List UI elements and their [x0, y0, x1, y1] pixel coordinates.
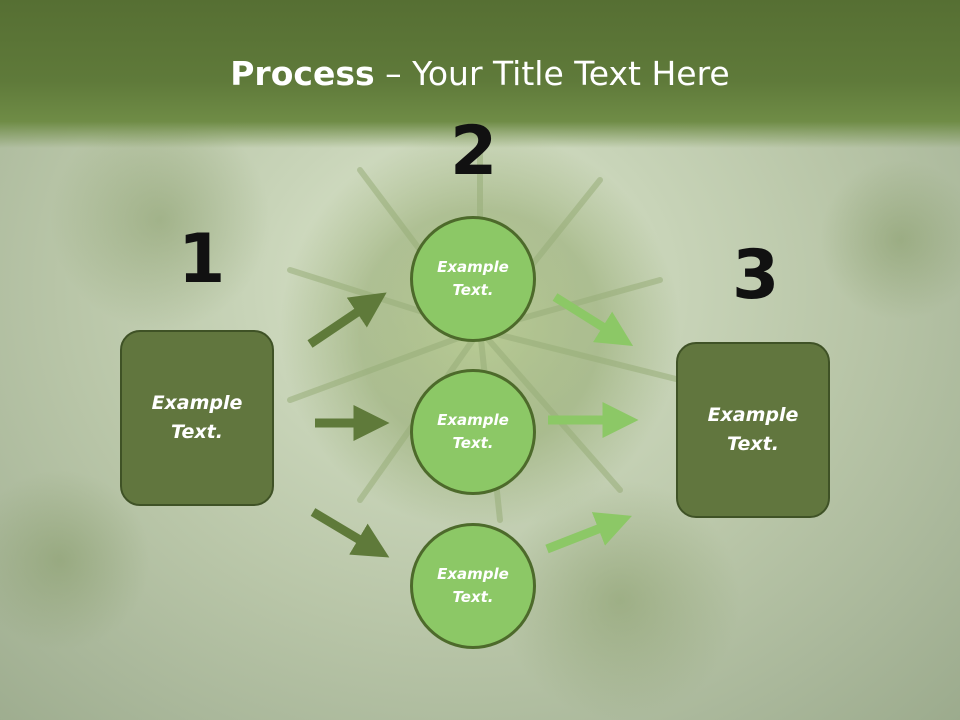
step-number-1: 1 — [178, 220, 226, 299]
title-rest: Your Title Text Here — [412, 54, 730, 93]
arrow-bottom-to-right — [545, 512, 632, 554]
step-number-2: 2 — [450, 112, 498, 191]
slide-title: Process – Your Title Text Here — [0, 52, 960, 96]
circle-top: Example Text. — [410, 216, 536, 342]
left-step-box: Example Text. — [120, 330, 274, 506]
arrow-left-to-top — [307, 292, 387, 348]
circle-middle: Example Text. — [410, 369, 536, 495]
title-separator: – — [374, 54, 413, 93]
arrow-top-to-right — [552, 293, 634, 346]
circle-bottom: Example Text. — [410, 523, 536, 649]
title-bold: Process — [230, 54, 375, 93]
right-step-box: Example Text. — [676, 342, 830, 518]
step-number-3: 3 — [732, 236, 780, 315]
title-bar — [0, 0, 960, 148]
arrow-left-to-bottom — [310, 508, 390, 558]
